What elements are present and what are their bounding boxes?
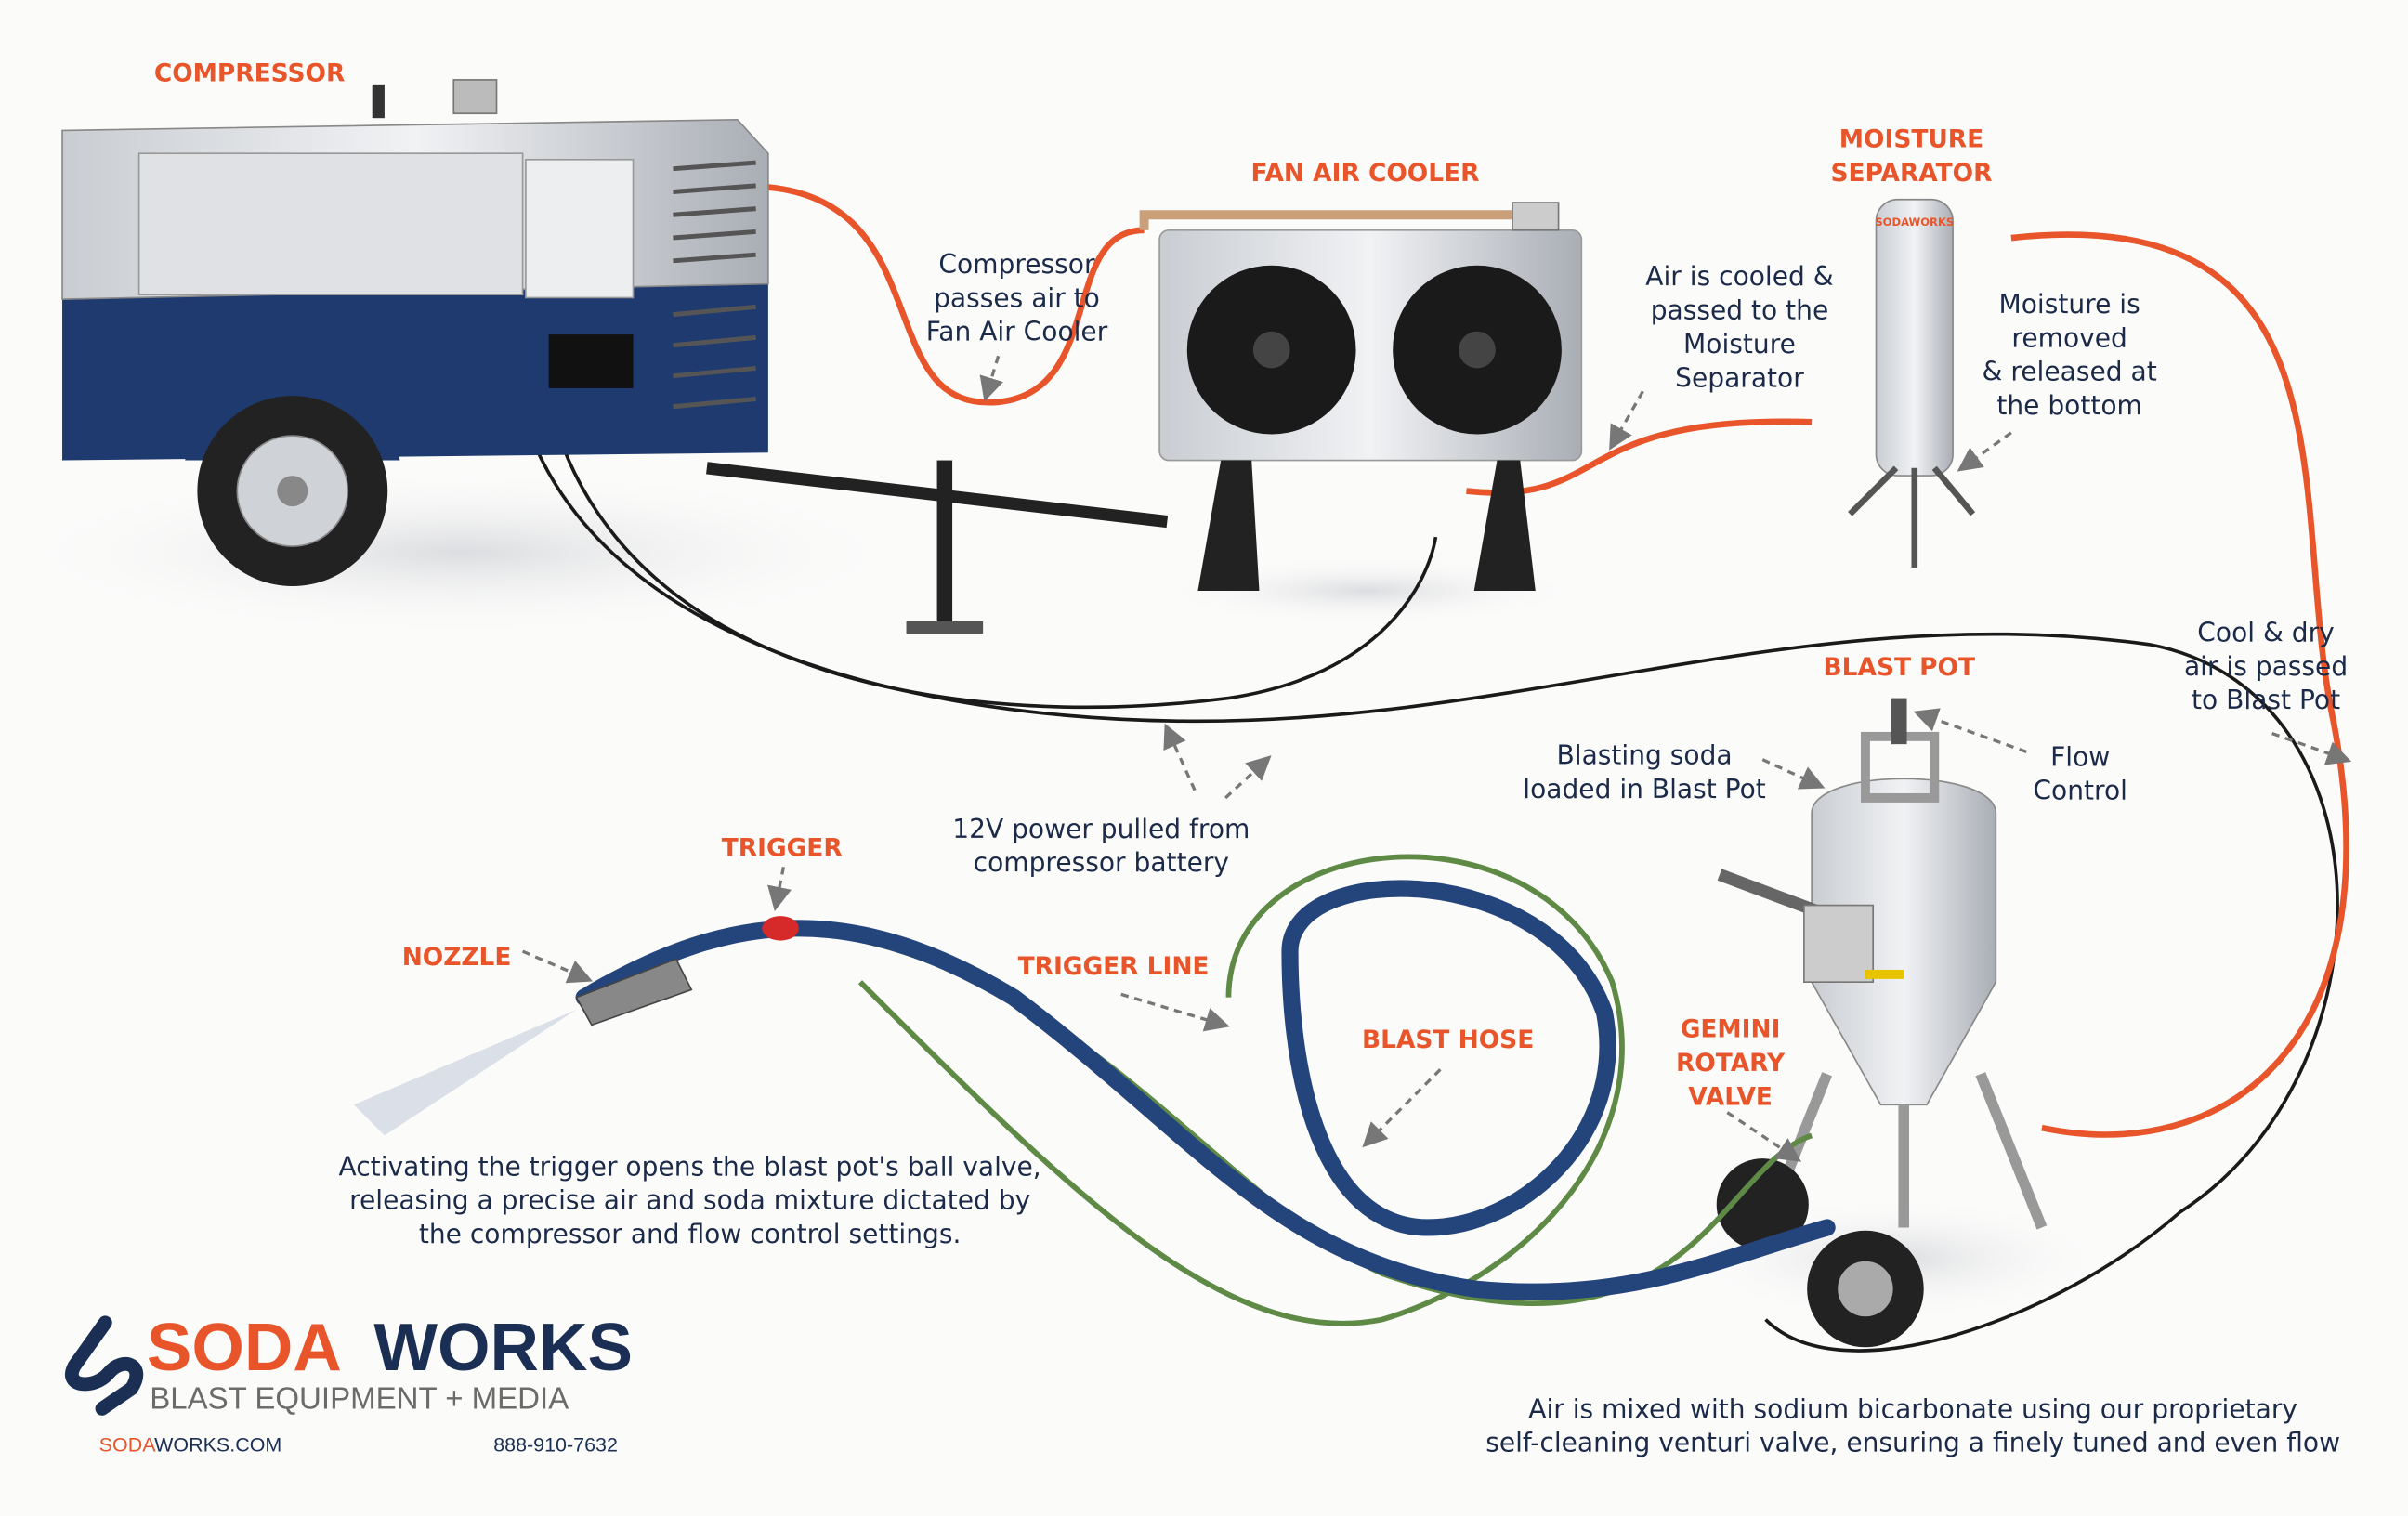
note-line: Flow (2050, 741, 2110, 772)
moisture-separator-illustration: SODAWORKS (1848, 198, 1976, 568)
brand-name-soda: SODA (147, 1310, 342, 1385)
hose-separator-to-blastpot (2010, 231, 2349, 1138)
sodaworks-logo: SODA WORKS BLAST EQUIPMENT + MEDIA SODA … (65, 1310, 633, 1457)
note-line: compressor battery (974, 847, 1229, 878)
label-fan-air-cooler: FAN AIR COOLER (1250, 159, 1479, 188)
note-line: to Blast Pot (2192, 685, 2340, 715)
note-line: self-cleaning venturi valve, ensuring a … (1485, 1428, 2340, 1458)
note-line: passes air to (934, 282, 1100, 313)
brand-url-soda[interactable]: SODA (99, 1434, 157, 1457)
label-gemini-3: VALVE (1688, 1082, 1773, 1111)
brand-url-works[interactable]: WORKS.COM (154, 1434, 281, 1457)
note-line: passed to the (1651, 295, 1829, 326)
label-gemini-1: GEMINI (1681, 1015, 1781, 1044)
note-line: removed (2011, 322, 2127, 353)
nozzle-illustration (353, 916, 799, 1136)
blast-pot-illustration (1716, 698, 2048, 1348)
note-line: Air is mixed with sodium bicarbonate usi… (1528, 1393, 2297, 1424)
note-line: releasing a precise air and soda mixture… (349, 1185, 1030, 1216)
note-line: the bottom (1996, 390, 2142, 421)
note-line: Cool & dry (2197, 617, 2335, 647)
note-line: Blasting soda (1557, 740, 1733, 771)
note-blasting-soda: Blasting soda loaded in Blast Pot (1523, 740, 1766, 804)
label-compressor: COMPRESSOR (154, 59, 345, 88)
separator-brand-badge: SODAWORKS (1875, 216, 1954, 229)
note-moisture-removed: Moisture is removed & released at the bo… (1983, 289, 2157, 421)
note-line: 12V power pulled from (952, 814, 1250, 844)
label-blast-pot: BLAST POT (1824, 653, 1975, 682)
note-line: Activating the trigger opens the blast p… (339, 1151, 1041, 1182)
note-compressor-passes: Compressor passes air to Fan Air Cooler (926, 249, 1108, 347)
logo-s-icon (65, 1315, 144, 1416)
brand-tagline: BLAST EQUIPMENT + MEDIA (150, 1380, 569, 1415)
fan-air-cooler-illustration (1139, 202, 1583, 591)
brand-phone[interactable]: 888-910-7632 (493, 1434, 618, 1457)
note-line: Moisture is (1999, 289, 2140, 320)
label-nozzle: NOZZLE (402, 943, 512, 972)
note-line: air is passed (2184, 651, 2348, 682)
label-moisture-separator-1: MOISTURE (1839, 125, 1983, 154)
note-line: loaded in Blast Pot (1523, 774, 1766, 804)
note-line: Separator (1675, 362, 1804, 393)
label-gemini-2: ROTARY (1676, 1049, 1786, 1078)
note-air-mixed: Air is mixed with sodium bicarbonate usi… (1485, 1393, 2340, 1457)
compressor-illustration (61, 79, 1169, 634)
note-power: 12V power pulled from compressor battery (952, 814, 1250, 878)
note-line: the compressor and flow control settings… (419, 1219, 962, 1249)
note-flow-control: Flow Control (2033, 741, 2127, 805)
label-trigger-line: TRIGGER LINE (1018, 952, 1210, 981)
trigger-icon (762, 916, 799, 941)
note-line: Air is cooled & (1645, 261, 1833, 292)
label-blast-hose: BLAST HOSE (1362, 1026, 1534, 1054)
label-moisture-separator-2: SEPARATOR (1831, 159, 1993, 188)
brand-name-works: WORKS (373, 1310, 633, 1385)
power-wire-2 (536, 321, 1438, 710)
note-line: Compressor (938, 249, 1095, 280)
note-line: & released at (1983, 357, 2157, 387)
label-trigger: TRIGGER (722, 834, 843, 863)
note-activating: Activating the trigger opens the blast p… (339, 1151, 1041, 1249)
note-air-cooled: Air is cooled & passed to the Moisture S… (1645, 261, 1833, 393)
note-cool-dry: Cool & dry air is passed to Blast Pot (2184, 617, 2348, 715)
note-line: Moisture (1683, 329, 1796, 359)
note-line: Control (2033, 776, 2127, 806)
note-line: Fan Air Cooler (926, 317, 1108, 347)
hose-compressor-to-cooler (722, 183, 1145, 406)
